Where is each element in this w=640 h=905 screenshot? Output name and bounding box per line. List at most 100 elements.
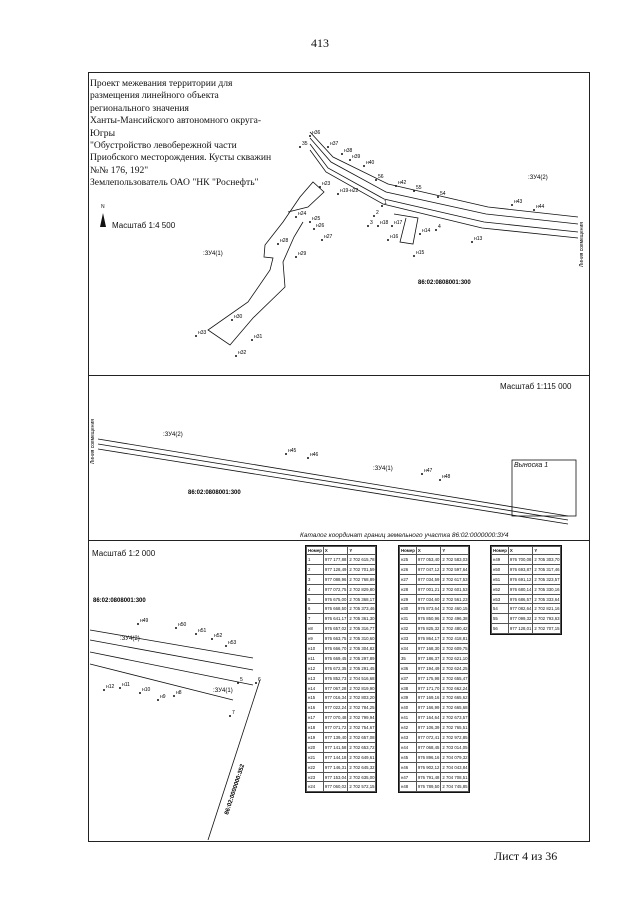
table-cell: 977 128,01 — [507, 623, 534, 635]
table-cell: 977 070,48 — [322, 712, 349, 724]
table-cell: 5 — [306, 593, 324, 605]
table-cell: 2 702 635,00 — [347, 771, 377, 783]
table-cell: н37 — [399, 672, 417, 684]
table-header: Номер — [306, 546, 324, 555]
table-cell: н46 — [399, 761, 417, 773]
table-cell: н27 — [399, 573, 417, 585]
table-cell: 977 072,75 — [322, 583, 349, 595]
callout-box — [511, 459, 577, 517]
table-cell: 977 175,98 — [415, 672, 442, 684]
scale-top: Масштаб 1:4 500 — [112, 221, 176, 230]
table-cell: 976 666,70 — [322, 643, 349, 654]
table-cell: 977 168,30 — [415, 643, 442, 654]
table-cell: 2 702 803,20 — [347, 692, 377, 704]
point-label: н32 — [238, 350, 247, 356]
table-cell: н38 — [399, 682, 417, 694]
table-cell: 2 702 799,94 — [347, 712, 377, 724]
table-cell: 2 702 609,75 — [440, 643, 470, 654]
table-header: Y — [347, 546, 377, 555]
north-label: N — [101, 204, 105, 210]
table-cell: 2 705 304,82 — [347, 643, 377, 654]
section-divider — [89, 375, 589, 376]
point-marker — [391, 225, 393, 227]
point-label: н25 — [312, 216, 321, 222]
table-cell: 2 703 014,05 — [440, 741, 470, 753]
table-cell: 977 082,64 — [507, 603, 534, 615]
table-cell: н13 — [306, 672, 324, 684]
map2-zu4-2: :ЗУ4(2) — [163, 432, 183, 438]
table-cell: 976 700,08 — [507, 554, 534, 565]
table-cell: 2 705 310,60 — [347, 633, 377, 645]
map1-zu4-2: :ЗУ4(2) — [528, 175, 548, 181]
table-cell: 2 704 043,84 — [440, 761, 470, 773]
point-label: н43 — [514, 199, 523, 205]
point-label: 1 — [384, 200, 387, 206]
title-line: Проект межевания территории для — [90, 78, 233, 89]
point-label: н47 — [424, 468, 433, 474]
point-label: 4 — [438, 224, 441, 230]
table-cell: 2 705 297,89 — [347, 652, 377, 664]
point-marker — [295, 216, 297, 218]
point-marker — [533, 209, 535, 211]
table-cell: 976 669,45 — [322, 652, 349, 664]
table-cell: 35 — [399, 652, 417, 664]
point-label: н51 — [198, 628, 207, 634]
table-cell: н9 — [306, 633, 324, 645]
point-label: н29 — [298, 251, 307, 257]
table-cell: 2 702 601,53 — [440, 583, 470, 595]
map-middle: :ЗУ4(2) :ЗУ4(1) 86:02:0808001:300 Линия … — [90, 419, 577, 525]
table-cell: 976 864,17 — [415, 633, 442, 645]
table-cell: 2 702 673,57 — [440, 712, 470, 724]
map2-zu4-1: :ЗУ4(1) — [373, 466, 393, 472]
table-cell: н51 — [491, 573, 509, 585]
table-cell: 977 060,02 — [322, 781, 349, 793]
table-cell: н31 — [399, 613, 417, 625]
point-label: н13 — [474, 236, 483, 242]
table-cell: 2 702 972,85 — [440, 732, 470, 743]
table-cell: 2 704 745,85 — [440, 781, 470, 793]
point-label: н37 — [330, 141, 339, 147]
point-marker — [295, 256, 297, 258]
table-cell: н50 — [491, 563, 509, 575]
table-cell: н52 — [491, 583, 509, 595]
point-marker — [173, 695, 175, 697]
table-cell: 976 902,12 — [415, 761, 442, 773]
point-marker — [119, 687, 121, 689]
title-line: Приобского месторождения. Кусты скважин — [90, 152, 272, 164]
point-label: н17 — [394, 220, 403, 226]
corridor-line — [97, 443, 569, 521]
table-header: Номер — [399, 546, 417, 555]
table-cell: н23 — [306, 771, 324, 783]
table-cell: 2 705 330,16 — [532, 583, 562, 595]
table-cell: н39 — [399, 692, 417, 704]
table-cell: н45 — [399, 751, 417, 763]
table-cell: н24 — [306, 781, 324, 793]
table-header: Y — [532, 546, 562, 555]
table-cell: н30 — [399, 603, 417, 615]
callout-label: Выноска 1 — [514, 462, 549, 469]
point-marker — [377, 225, 379, 227]
table-cell: 976 686,57 — [507, 593, 534, 605]
table-cell: 976 663,75 — [322, 633, 349, 645]
table-cell: 977 153,04 — [322, 771, 349, 783]
point-marker — [419, 233, 421, 235]
point-marker — [367, 225, 369, 227]
point-marker — [413, 255, 415, 257]
corridor-line — [97, 438, 569, 517]
